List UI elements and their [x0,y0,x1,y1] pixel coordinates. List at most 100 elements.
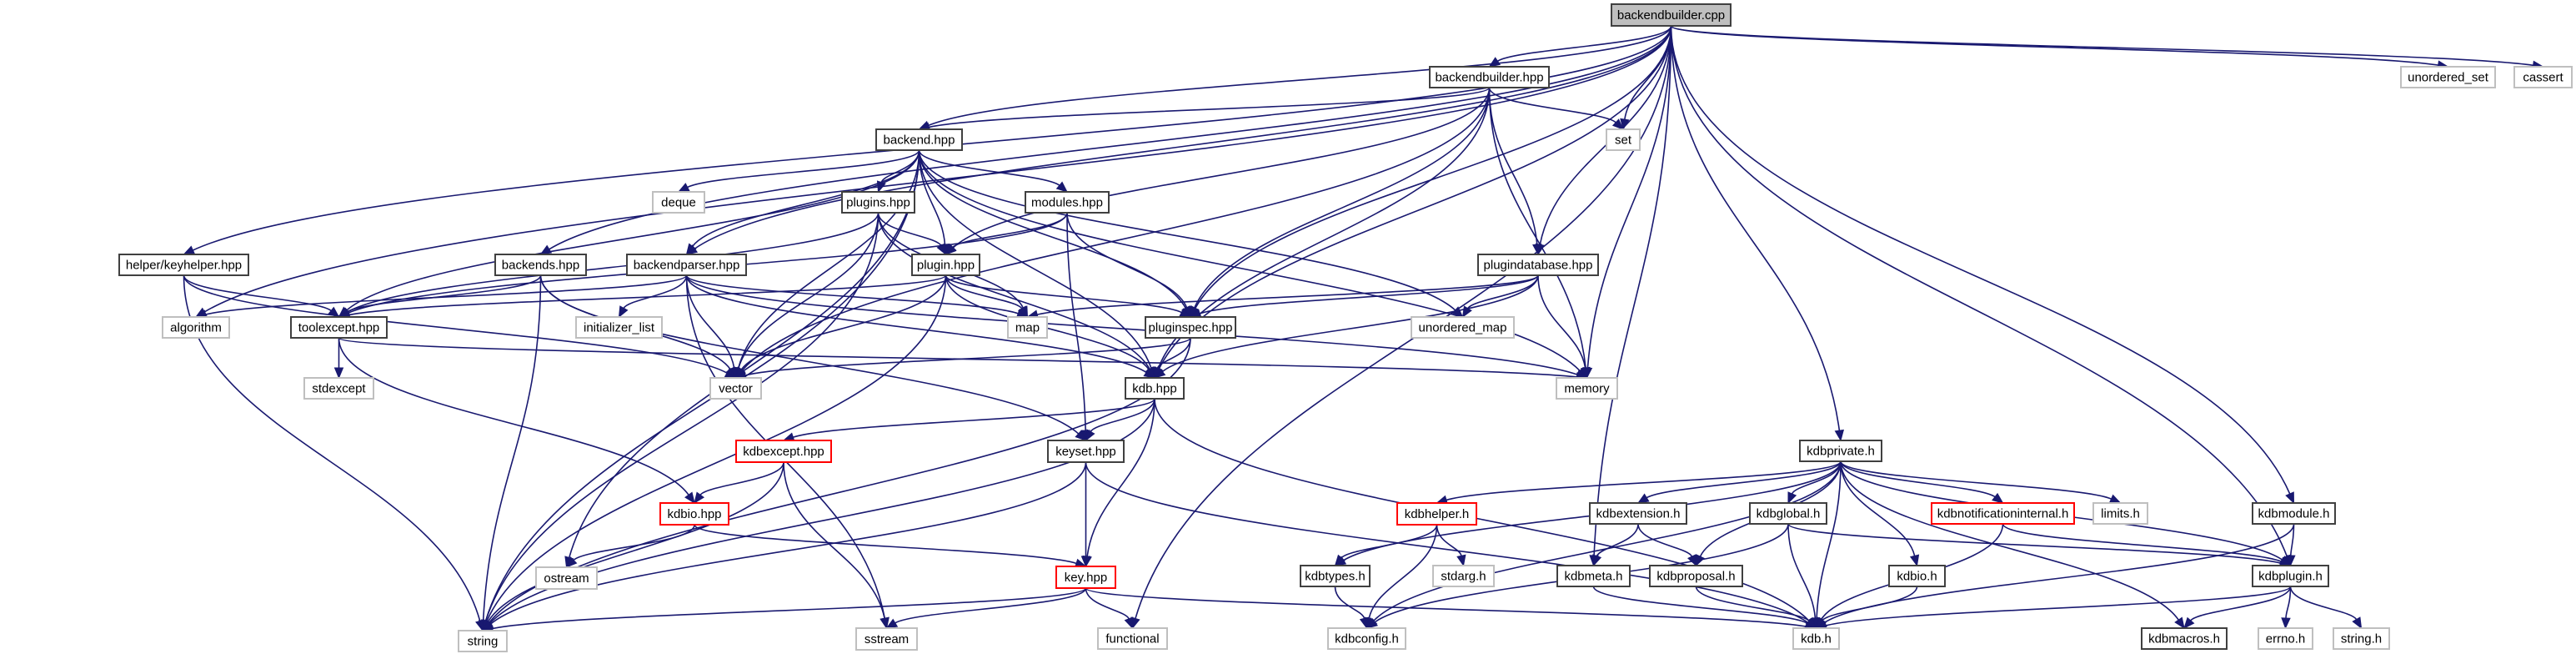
node-backendparser-hpp[interactable]: backendparser.hpp [626,254,747,276]
node-label: deque [661,196,696,210]
node-kdbmodule-h[interactable]: kdbmodule.h [2252,502,2336,525]
edge-kdb_hpp-to-kdbexcept_hpp [782,398,1155,442]
node-kdbexcept-hpp[interactable]: kdbexcept.hpp [735,440,832,463]
edge-line [1592,586,1808,624]
node-plugindatabase-hpp[interactable]: plugindatabase.hpp [1477,254,1599,276]
node-label: kdbglobal.h [1757,507,1821,521]
edge-line [1822,586,1918,621]
edge-backendbuilder_cpp-to-backends_hpp [539,25,1672,255]
node-modules-hpp[interactable]: modules.hpp [1025,191,1110,214]
node-backends-hpp[interactable]: backends.hpp [494,254,587,276]
arrowhead-icon [1592,554,1602,567]
edge-kdbglobal_h-to-kdbplugin_h [1787,523,2292,568]
edge-kdbglobal_h-to-kdb_h [1787,523,1821,630]
edge-line [1670,25,2291,495]
arrowhead-icon [1055,181,1068,193]
edge-backendbuilder_cpp-to-backendbuilder_hpp [1488,25,1672,68]
arrowhead-icon [2183,616,2195,629]
arrowhead-icon [1017,305,1029,319]
edge-line [1787,523,1817,619]
node-kdbglobal-h[interactable]: kdbglobal.h [1749,502,1827,525]
edge-line [492,587,1087,630]
arrowhead-icon [1359,616,1370,630]
edge-line [487,461,784,623]
node-box [1792,627,1840,650]
edge-line [737,149,920,369]
edge-line [918,149,1060,186]
node-kdb-hpp[interactable]: kdb.hpp [1125,377,1185,400]
node-box [1007,316,1048,339]
edge-modules_hpp-to-plugin_hpp [945,212,1068,255]
edge-line [694,25,1672,249]
edge-kdbplugin_h-to-kdb_h [1815,586,2292,631]
edge-line [918,149,1152,369]
node-kdbextension-h[interactable]: kdbextension.h [1589,502,1687,525]
node-keyset-hpp[interactable]: keyset.hpp [1047,440,1125,463]
node-backendbuilder-hpp[interactable]: backendbuilder.hpp [1429,66,1550,88]
edge-line [1488,87,1586,369]
node-label: limits.h [2101,507,2140,521]
node-kdbplugin-h[interactable]: kdbplugin.h [2252,565,2329,587]
node-backendbuilder-cpp[interactable]: backendbuilder.cpp [1611,3,1732,27]
edge-kdbplugin_h-to-errno_h [2281,586,2292,630]
node-key-hpp[interactable]: key.hpp [1055,566,1116,589]
arrowhead-icon [1366,617,1378,629]
node-kdbmacros-h[interactable]: kdbmacros.h [2141,627,2228,650]
node-box [1097,627,1168,650]
node-kdbprivate-h[interactable]: kdbprivate.h [1799,440,1882,462]
edge-line [1596,523,1639,557]
edge-line [1488,87,1538,245]
edge-kdbhelper_h-to-stdarg_h [1436,524,1466,567]
node-kdbconfig-h: kdbconfig.h [1327,627,1406,650]
node-kdbmeta-h[interactable]: kdbmeta.h [1556,565,1631,587]
node-box [535,566,598,590]
edge-line [338,337,689,496]
arrowhead-icon [1153,366,1163,380]
node-kdbio-h[interactable]: kdbio.h [1888,565,1946,587]
arrowhead-icon [2174,616,2185,630]
edge-line [744,337,1191,376]
edge-line [1085,461,1809,623]
edge-line [539,274,1080,435]
node-kdbproposal-h[interactable]: kdbproposal.h [1649,565,1743,587]
arrowhead-icon [694,491,705,505]
edge-plugins_hpp-to-toolexcept_hpp [338,212,880,318]
node-kdbhelper-h[interactable]: kdbhelper.h [1396,502,1477,526]
edge-backendbuilder_cpp-to-unordered_set [1670,25,2449,70]
node-box [1055,566,1116,589]
arrowhead-icon [1909,554,1920,567]
edge-line [1436,524,1462,556]
arrowhead-icon [1145,366,1155,380]
node-layer: backendbuilder.cpp backendbuilder.hpp unor… [118,3,2573,652]
node-kdbtypes-h[interactable]: kdbtypes.h [1300,565,1371,587]
edge-layer [183,25,2544,634]
edge-plugin_hpp-to-pluginspec_hpp [945,274,1192,318]
node-box [1931,502,2075,525]
node-helper-keyhelper-hpp[interactable]: helper/keyhelper.hpp [118,254,249,276]
node-plugin-hpp[interactable]: plugin.hpp [911,254,980,276]
edge-line [183,274,728,374]
node-backend-hpp[interactable]: backend.hpp [875,128,963,151]
node-label: helper/keyhelper.hpp [126,259,242,273]
edge-line [1787,523,2282,564]
node-pluginspec-hpp[interactable]: pluginspec.hpp [1145,316,1236,339]
node-plugins-hpp[interactable]: plugins.hpp [841,191,915,214]
node-kdbnotificationinternal-h[interactable]: kdbnotificationinternal.h [1931,502,2075,525]
edge-backends_hpp-to-keyset_hpp [539,274,1087,441]
node-label: kdbio.h [1897,570,1937,584]
edge-line [1497,25,1672,62]
node-label: set [1615,133,1632,148]
edge-kdb_hpp-to-kdb_h [1154,398,1817,629]
arrowhead-icon [1636,493,1650,504]
node-toolexcept-hpp[interactable]: toolexcept.hpp [290,316,388,339]
node-label: sstream [865,632,909,646]
edge-line [1825,586,2292,626]
edge-kdbtypes_h-to-kdbconfig_h [1334,586,1370,630]
edge-keyset_hpp-to-key_hpp [1080,462,1091,568]
node-box [709,377,762,400]
node-label: unordered_set [2408,71,2489,85]
node-box [1327,627,1406,650]
node-kdbio-hpp[interactable]: kdbio.hpp [659,502,729,526]
edge-backend_hpp-to-modules_hpp [918,149,1068,193]
node-label: kdbextension.h [1596,507,1681,521]
